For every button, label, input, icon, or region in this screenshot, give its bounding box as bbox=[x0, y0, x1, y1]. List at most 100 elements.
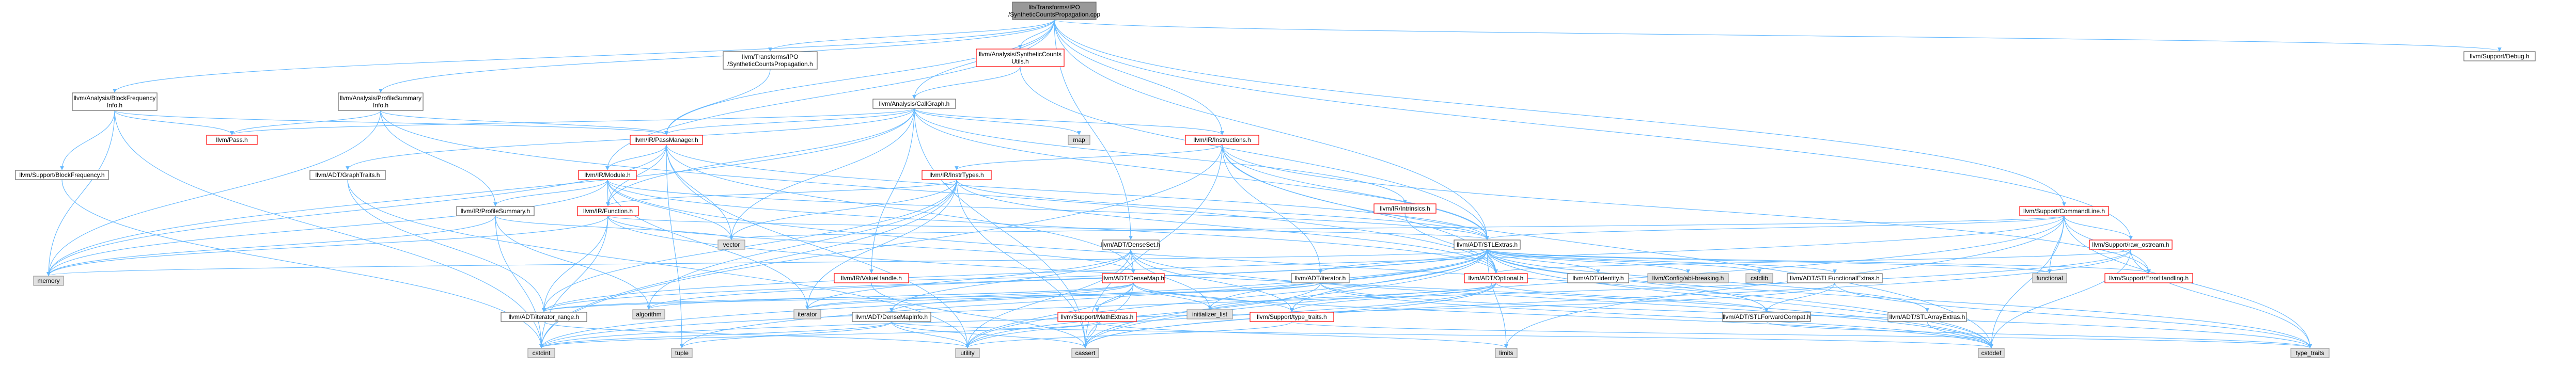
graph-node-iteratorstd: iterator bbox=[793, 309, 821, 319]
edge-densemap-to-initlist bbox=[1130, 249, 1212, 310]
node-label-instrtypes: llvm/IR/InstrTypes.h bbox=[929, 171, 983, 179]
edge-supbf-to-cstdint bbox=[61, 179, 543, 348]
edge-intrinsics-to-optional bbox=[1404, 213, 1498, 274]
graph-node-pass[interactable]: llvm/Pass.h bbox=[206, 135, 258, 145]
graph-node-memory: memory bbox=[33, 276, 64, 286]
edge-mathx-to-limits bbox=[1097, 321, 1508, 348]
node-label-intrinsics: llvm/IR/Intrinsics.h bbox=[1380, 205, 1430, 212]
node-box-cstdlib bbox=[1745, 273, 1773, 283]
node-box-module bbox=[578, 170, 637, 180]
graph-node-itrange[interactable]: llvm/ADT/iterator_range.h bbox=[501, 312, 587, 322]
edge-instrtypes-to-stlextras bbox=[956, 179, 1489, 240]
edge-densemapH-to-initlist bbox=[1133, 282, 1212, 310]
edge-stlextras-to-itrange bbox=[542, 249, 1488, 312]
edge-cg-to-instr bbox=[914, 108, 1224, 135]
node-label-cassert: cassert bbox=[1075, 349, 1096, 357]
graph-node-gt[interactable]: llvm/ADT/GraphTraits.h bbox=[309, 170, 386, 180]
edge-stlextras-to-abi bbox=[1487, 249, 1690, 274]
graph-node-dmi[interactable]: llvm/ADT/DenseMapInfo.h bbox=[852, 312, 931, 322]
edge-gt-to-itrange bbox=[347, 179, 546, 312]
graph-node-func[interactable]: llvm/IR/Function.h bbox=[577, 206, 639, 216]
graph-node-stlextras[interactable]: llvm/ADT/STLExtras.h bbox=[1454, 239, 1521, 250]
graph-node-cl[interactable]: llvm/Support/CommandLine.h bbox=[2019, 206, 2109, 216]
graph-node-densemap[interactable]: llvm/ADT/DenseSet.h bbox=[1101, 239, 1161, 250]
nodes-layer: lib/Transforms/IPO/SyntheticCountsPropag… bbox=[15, 2, 2536, 358]
graph-node-supbf[interactable]: llvm/Support/BlockFrequency.h bbox=[15, 170, 109, 180]
edge-pm-to-module bbox=[605, 144, 667, 170]
edge-instr-to-stlextras bbox=[1222, 144, 1489, 240]
edge-dmi-to-cassert bbox=[891, 321, 1087, 348]
edge-bfi-to-pm bbox=[114, 110, 668, 135]
graph-node-instrtypes[interactable]: llvm/IR/InstrTypes.h bbox=[922, 170, 992, 180]
graph-node-irps[interactable]: llvm/IR/ProfileSummary.h bbox=[456, 206, 535, 216]
graph-node-rawos[interactable]: llvm/Support/raw_ostream.h bbox=[2089, 239, 2173, 250]
graph-node-mathx[interactable]: llvm/Support/MathExtras.h bbox=[1057, 312, 1137, 322]
edge-cg-to-vector bbox=[729, 108, 915, 240]
graph-node-densemapH[interactable]: llvm/ADT/DenseMap.h bbox=[1102, 273, 1165, 283]
node-box-func bbox=[577, 206, 639, 216]
edge-stlextras-to-memory bbox=[46, 249, 1488, 276]
node-box-initlist bbox=[1186, 309, 1233, 319]
node-label-type_traits: type_traits bbox=[2296, 349, 2324, 357]
edge-func-to-stlextras bbox=[607, 215, 1489, 240]
edge-root-to-scpH bbox=[768, 19, 1055, 52]
graph-node-intrinsics[interactable]: llvm/IR/Intrinsics.h bbox=[1373, 203, 1437, 214]
graph-node-instr[interactable]: llvm/IR/Instructions.h bbox=[1185, 135, 1259, 145]
edge-scpH-to-pm bbox=[664, 69, 771, 135]
graph-node-debug[interactable]: llvm/Support/Debug.h bbox=[2463, 51, 2536, 61]
graph-node-pm[interactable]: llvm/IR/PassManager.h bbox=[630, 135, 703, 145]
node-box-cassert bbox=[1071, 348, 1099, 358]
edge-stlextras-to-stlfe bbox=[1487, 249, 1837, 274]
edge-module-to-cstddef bbox=[607, 179, 1993, 348]
graph-node-scpH[interactable]: llvm/Transforms/IPO/SyntheticCountsPropa… bbox=[723, 51, 818, 70]
graph-node-stlfc[interactable]: llvm/ADT/STLForwardCompat.h bbox=[1722, 312, 1811, 322]
edge-func-to-itrange bbox=[542, 215, 608, 312]
graph-node-cg[interactable]: llvm/Analysis/CallGraph.h bbox=[872, 99, 956, 109]
edge-root-to-instr bbox=[1054, 19, 1224, 135]
node-label-psi: Info.h bbox=[373, 102, 388, 109]
graph-node-iterator[interactable]: llvm/ADT/iterator.h bbox=[1291, 273, 1350, 283]
edge-densemap-to-cstddef bbox=[1130, 249, 1993, 348]
edge-cl-to-vector bbox=[729, 215, 2065, 240]
graph-node-algorithm: algorithm bbox=[632, 309, 665, 319]
edge-cg-to-valuehandle bbox=[869, 108, 915, 274]
node-box-mathx bbox=[1057, 312, 1137, 322]
node-label-memory: memory bbox=[37, 277, 59, 284]
node-label-identity: llvm/ADT/identity.h bbox=[1572, 275, 1623, 282]
node-box-functional bbox=[2032, 273, 2067, 283]
graph-node-valuehandle[interactable]: llvm/IR/ValueHandle.h bbox=[834, 273, 909, 283]
graph-node-map: map bbox=[1068, 135, 1090, 145]
node-label-irps: llvm/IR/ProfileSummary.h bbox=[461, 207, 530, 215]
node-label-iteratorstd: iterator bbox=[798, 311, 817, 318]
graph-node-root[interactable]: lib/Transforms/IPO/SyntheticCountsPropag… bbox=[1008, 2, 1100, 20]
graph-node-stlfe[interactable]: llvm/ADT/STLFunctionalExtras.h bbox=[1787, 273, 1883, 283]
edge-cg-to-intrinsics bbox=[914, 108, 1407, 204]
graph-node-optional[interactable]: llvm/ADT/Optional.h bbox=[1464, 273, 1528, 283]
node-box-root bbox=[1012, 2, 1097, 20]
node-label-densemapH: llvm/ADT/DenseMap.h bbox=[1102, 275, 1164, 282]
graph-node-identity[interactable]: llvm/ADT/identity.h bbox=[1567, 273, 1629, 283]
graph-node-initlist: initializer_list bbox=[1186, 309, 1233, 319]
node-label-utility: utility bbox=[960, 349, 974, 357]
node-box-densemap bbox=[1102, 239, 1160, 250]
graph-node-errh[interactable]: llvm/Support/ErrorHandling.h bbox=[2104, 273, 2193, 283]
node-box-cl bbox=[2019, 206, 2109, 216]
graph-node-module[interactable]: llvm/IR/Module.h bbox=[578, 170, 637, 180]
edge-stlfe-to-type_traits bbox=[1834, 282, 2312, 348]
edge-pm-to-func bbox=[606, 144, 667, 206]
node-label-rawos: llvm/Support/raw_ostream.h bbox=[2092, 241, 2169, 248]
node-box-dmi bbox=[852, 312, 931, 322]
edge-pm-to-densemapH bbox=[666, 144, 1135, 274]
edge-stlextras-to-tuple bbox=[680, 249, 1488, 348]
edge-stlextras-to-cstdint bbox=[539, 249, 1488, 348]
edge-module-to-iteratorstd bbox=[607, 179, 809, 310]
edge-stlextras-to-type_traits bbox=[1487, 249, 2312, 348]
graph-node-typetraitsH[interactable]: llvm/Support/type_traits.h bbox=[1250, 312, 1334, 322]
node-label-functional: functional bbox=[2036, 275, 2063, 282]
node-label-scpH: /SyntheticCountsPropagation.h bbox=[727, 60, 813, 68]
edge-bfi-to-cstdint bbox=[114, 110, 543, 348]
graph-node-stlae[interactable]: llvm/ADT/STLArrayExtras.h bbox=[1887, 312, 1967, 322]
